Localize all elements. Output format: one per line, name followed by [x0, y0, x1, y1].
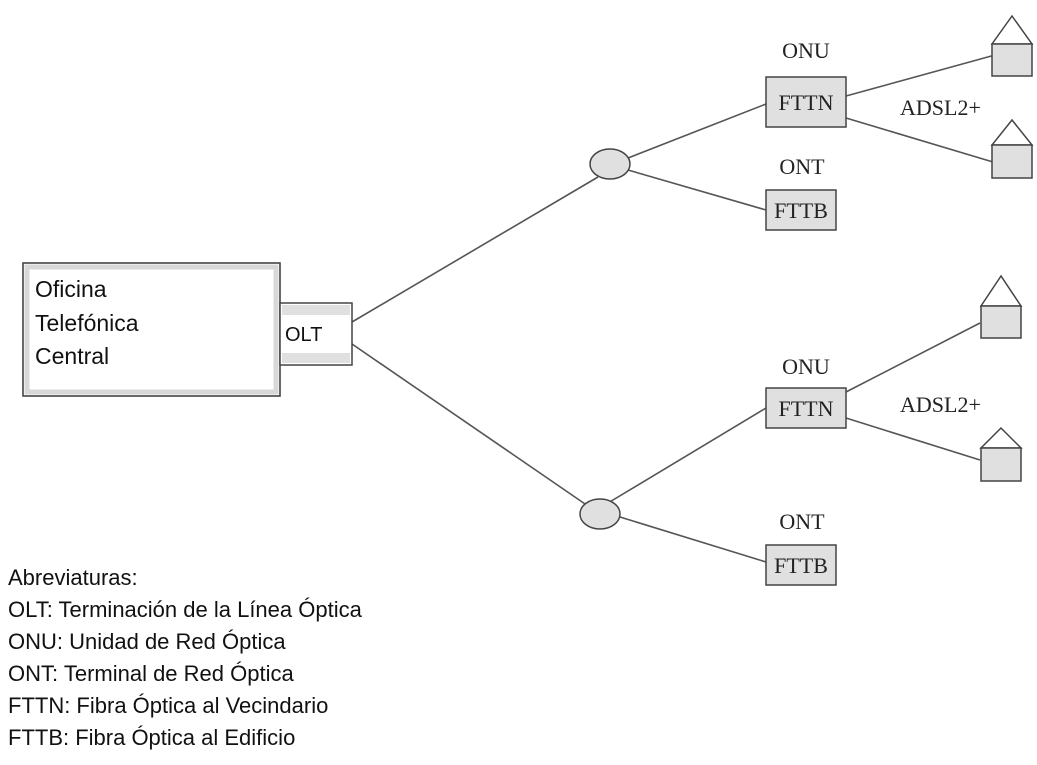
- house-icon: [990, 14, 1034, 77]
- splitter-bottom: [579, 498, 621, 530]
- fttn-label-bottom: FTTN: [779, 396, 834, 421]
- central-office-frame: [22, 262, 281, 397]
- fttn-box-top: [765, 76, 847, 128]
- olt-bottom-band: [282, 353, 350, 363]
- ont-caption-top: ONT: [779, 154, 825, 179]
- fttn-label-top: FTTN: [779, 90, 834, 115]
- link-fttn-top-house-2: [845, 117, 994, 163]
- branch-bottom: ONU FTTN ADSL2+ ONT FTTB: [765, 354, 981, 586]
- onu-caption-bottom: ONU: [782, 354, 830, 379]
- legend-item-olt: OLT: Terminación de la Línea Óptica: [8, 597, 363, 622]
- fttb-box-bottom: [765, 544, 837, 586]
- link-fttn-top-house-1: [845, 54, 996, 97]
- central-office: Oficina Telefónica Central: [22, 262, 281, 397]
- link-splitter-bottom-fttb: [619, 516, 767, 563]
- branch-top: ONU FTTN ADSL2+ ONT FTTB: [765, 38, 981, 231]
- house-icon: [990, 118, 1034, 179]
- splitter-top: [589, 148, 631, 180]
- link-splitter-top-fttb: [627, 169, 767, 211]
- legend: Abreviaturas: OLT: Terminación de la Lín…: [8, 565, 363, 750]
- adsl-label-bottom: ADSL2+: [900, 392, 981, 417]
- fttb-label-bottom: FTTB: [774, 553, 828, 578]
- ont-caption-bottom: ONT: [779, 509, 825, 534]
- connections: [351, 54, 996, 563]
- olt-label: OLT: [285, 324, 322, 346]
- central-office-line-2: Telefónica: [35, 310, 139, 336]
- link-fttn-bottom-house-1: [845, 322, 981, 393]
- onu-caption-top: ONU: [782, 38, 830, 63]
- legend-item-ont: ONT: Terminal de Red Óptica: [8, 661, 294, 686]
- olt-node: OLT: [279, 302, 353, 366]
- fttb-label-top: FTTB: [774, 198, 828, 223]
- central-office-line-1: Oficina: [35, 276, 107, 302]
- house-icon: [979, 426, 1023, 482]
- link-splitter-bottom-fttn: [607, 407, 767, 504]
- central-office-line-3: Central: [35, 343, 109, 369]
- legend-title: Abreviaturas:: [8, 565, 138, 590]
- adsl-label-top: ADSL2+: [900, 95, 981, 120]
- link-fttn-bottom-house-2: [845, 417, 981, 461]
- link-olt-splitter-bottom: [351, 343, 589, 507]
- link-splitter-top-fttn: [627, 103, 767, 159]
- legend-item-fttb: FTTB: Fibra Óptica al Edificio: [8, 725, 295, 750]
- link-olt-splitter-top: [351, 176, 599, 323]
- legend-item-fttn: FTTN: Fibra Óptica al Vecindario: [8, 693, 328, 718]
- fttb-box-top: [765, 189, 837, 231]
- legend-item-onu: ONU: Unidad de Red Óptica: [8, 629, 286, 654]
- house-icon: [979, 274, 1023, 339]
- houses: [979, 14, 1034, 482]
- central-office-inner-border: [24, 264, 279, 395]
- fttn-box-bottom: [765, 387, 847, 429]
- olt-top-band: [282, 305, 350, 315]
